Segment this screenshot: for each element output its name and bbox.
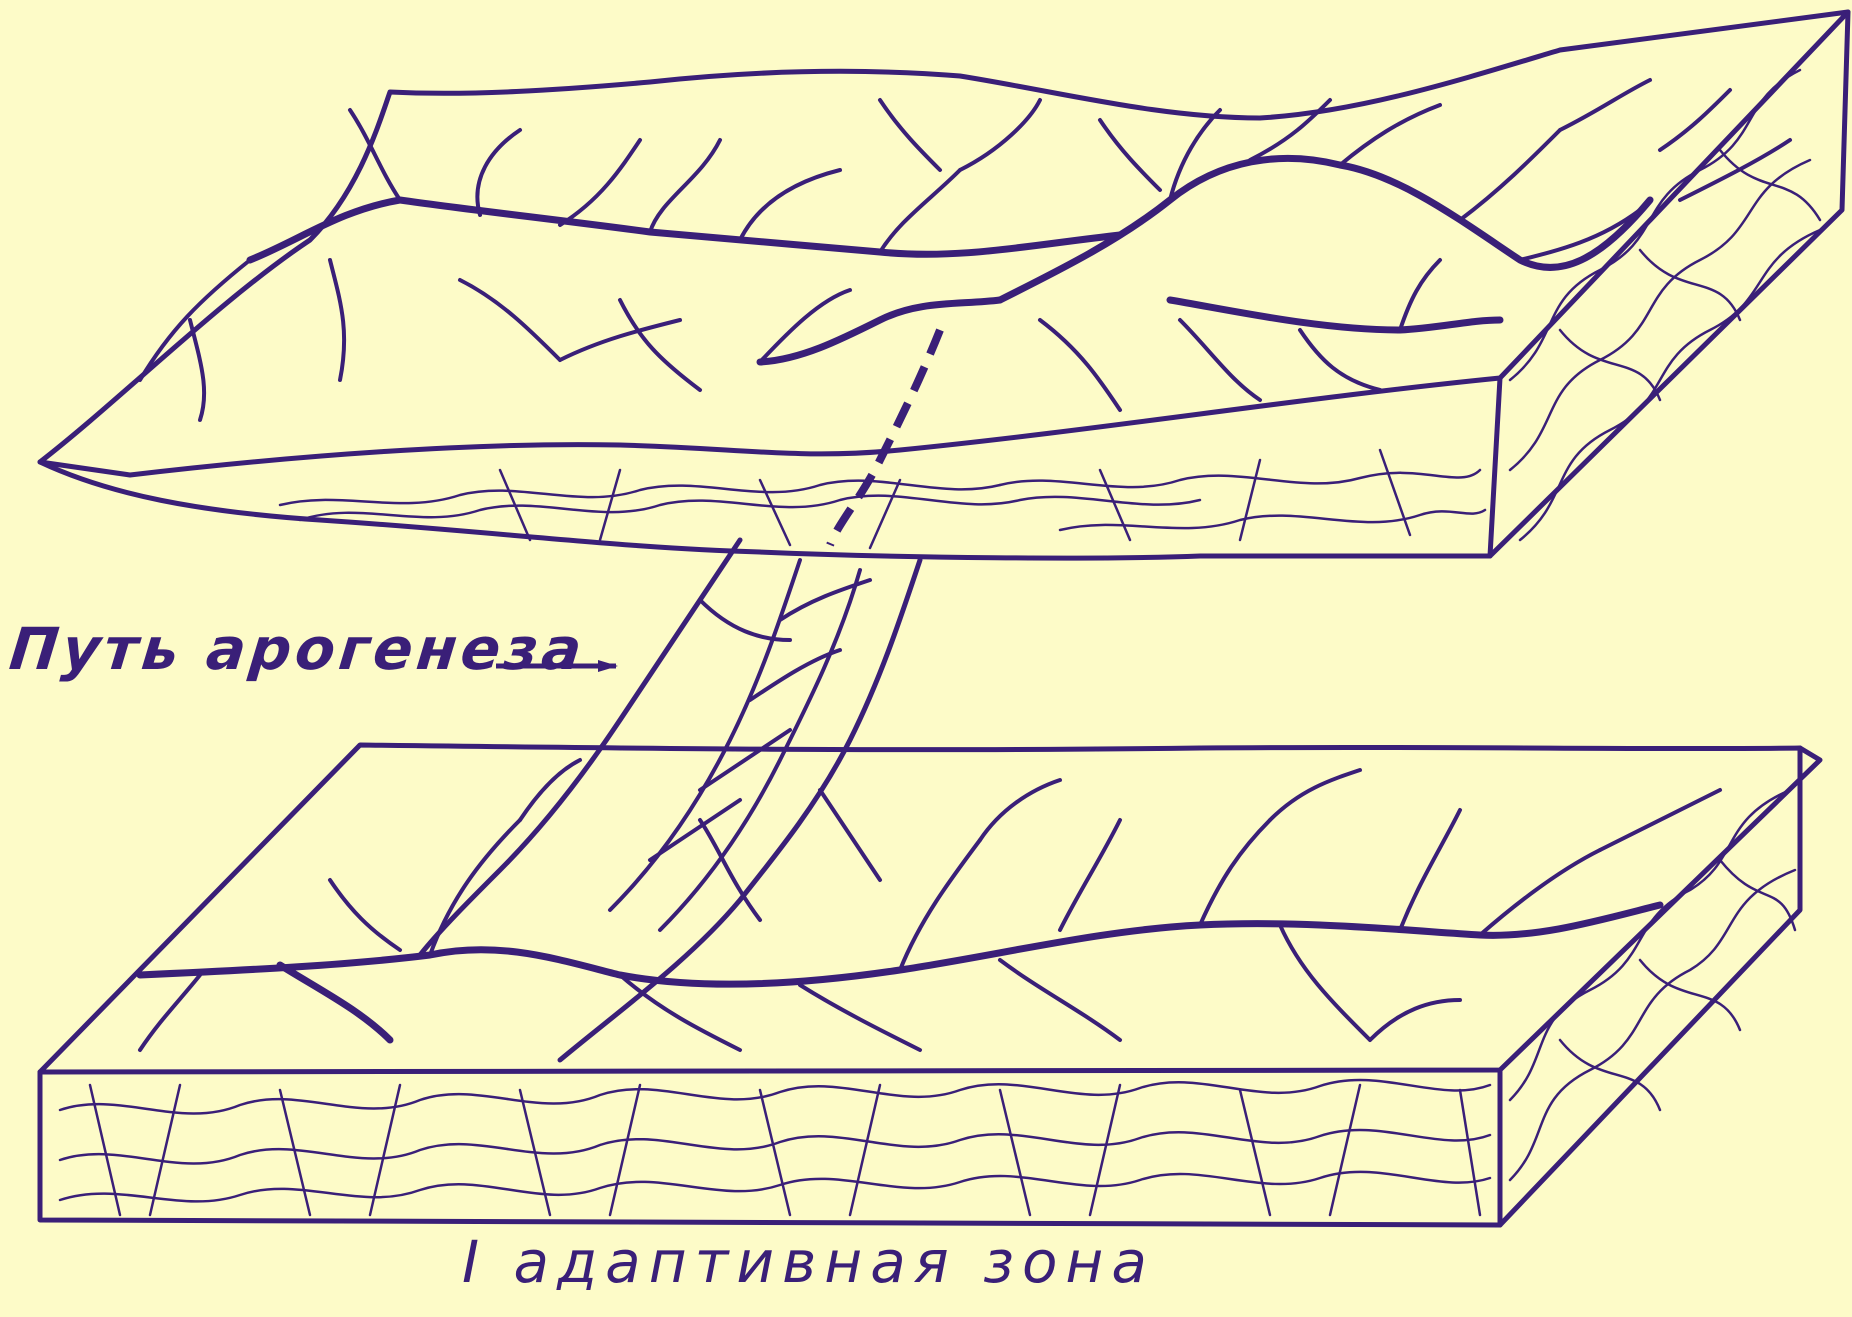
lower-vein-7	[1270, 770, 1360, 820]
upper-vein-4	[650, 140, 720, 232]
upper-vein-11	[1460, 130, 1560, 220]
lower-vein-19	[820, 790, 880, 880]
upper-right-tangle-1	[1510, 70, 1800, 380]
lower-vein-16	[140, 975, 200, 1050]
upper-vein-18	[620, 300, 700, 390]
upper-vein-15	[330, 260, 344, 380]
upper-vein-6	[880, 170, 960, 252]
upper-left-vein	[250, 200, 1120, 260]
adaptive-zone-label: I адаптивная зона	[462, 1228, 1155, 1296]
lower-front-tangle-1	[60, 1080, 1490, 1114]
lower-front-tangle-3	[60, 1172, 1490, 1202]
upper-vein-21	[1180, 320, 1260, 400]
lower-right-tangle-1	[1510, 790, 1790, 1100]
upper-vein-5	[740, 170, 840, 240]
upper-front-tangle-3	[1000, 470, 1480, 487]
lower-front-tangle-2	[60, 1130, 1490, 1164]
upper-vein-16	[460, 280, 560, 360]
upper-vein-14	[190, 320, 204, 420]
upper-vein-22	[1300, 330, 1380, 390]
band-vein-5	[700, 730, 790, 790]
lower-right-tangle-2	[1510, 870, 1795, 1180]
lower-vein-13	[1000, 960, 1120, 1040]
arogenesis-path-label: Путь арогенеза	[6, 615, 588, 683]
upper-vein-10	[1340, 105, 1440, 165]
lower-main-vein	[140, 905, 1660, 984]
lower-vein-14	[1280, 925, 1370, 1040]
upper-vein-28	[880, 100, 940, 170]
lower-vein-8	[1400, 810, 1460, 930]
lower-vein-12	[800, 985, 920, 1050]
upper-front-tangle-1	[280, 481, 1000, 505]
lower-vein-1	[430, 820, 520, 955]
lower-vein-17	[330, 880, 400, 950]
lower-vein-4	[980, 780, 1060, 840]
upper-vein-27	[1100, 120, 1160, 190]
upper-vein-1	[350, 110, 400, 200]
lower-vein-10	[1600, 790, 1720, 850]
upper-vein-2	[477, 130, 520, 215]
upper-vein-12	[1560, 80, 1650, 130]
upper-vein-3	[560, 140, 640, 225]
lower-vein-15	[1370, 1000, 1460, 1040]
upper-front-tangle-5	[500, 450, 1410, 548]
lower-vein-18	[700, 820, 760, 920]
lower-vein-6	[1200, 820, 1270, 925]
upper-vein-9	[1250, 100, 1330, 160]
upper-vein-7	[960, 100, 1040, 170]
upper-trunk-vein	[760, 300, 1000, 362]
upper-main-vein	[1000, 158, 1650, 300]
upper-vein-17	[560, 320, 680, 360]
upper-vein-20	[1040, 320, 1120, 410]
upper-right-vein	[1170, 300, 1500, 330]
upper-front-tangle-2	[300, 496, 1200, 520]
band-vein-3	[780, 580, 870, 620]
upper-adaptive-zone	[40, 12, 1848, 558]
upper-vein-23	[1400, 260, 1440, 330]
lower-vein-5	[1060, 820, 1120, 930]
upper-vein-25	[1660, 90, 1730, 150]
lower-adaptive-zone	[40, 745, 1820, 1225]
lower-vein-3	[900, 840, 980, 970]
lower-branch-vein	[280, 965, 390, 1040]
